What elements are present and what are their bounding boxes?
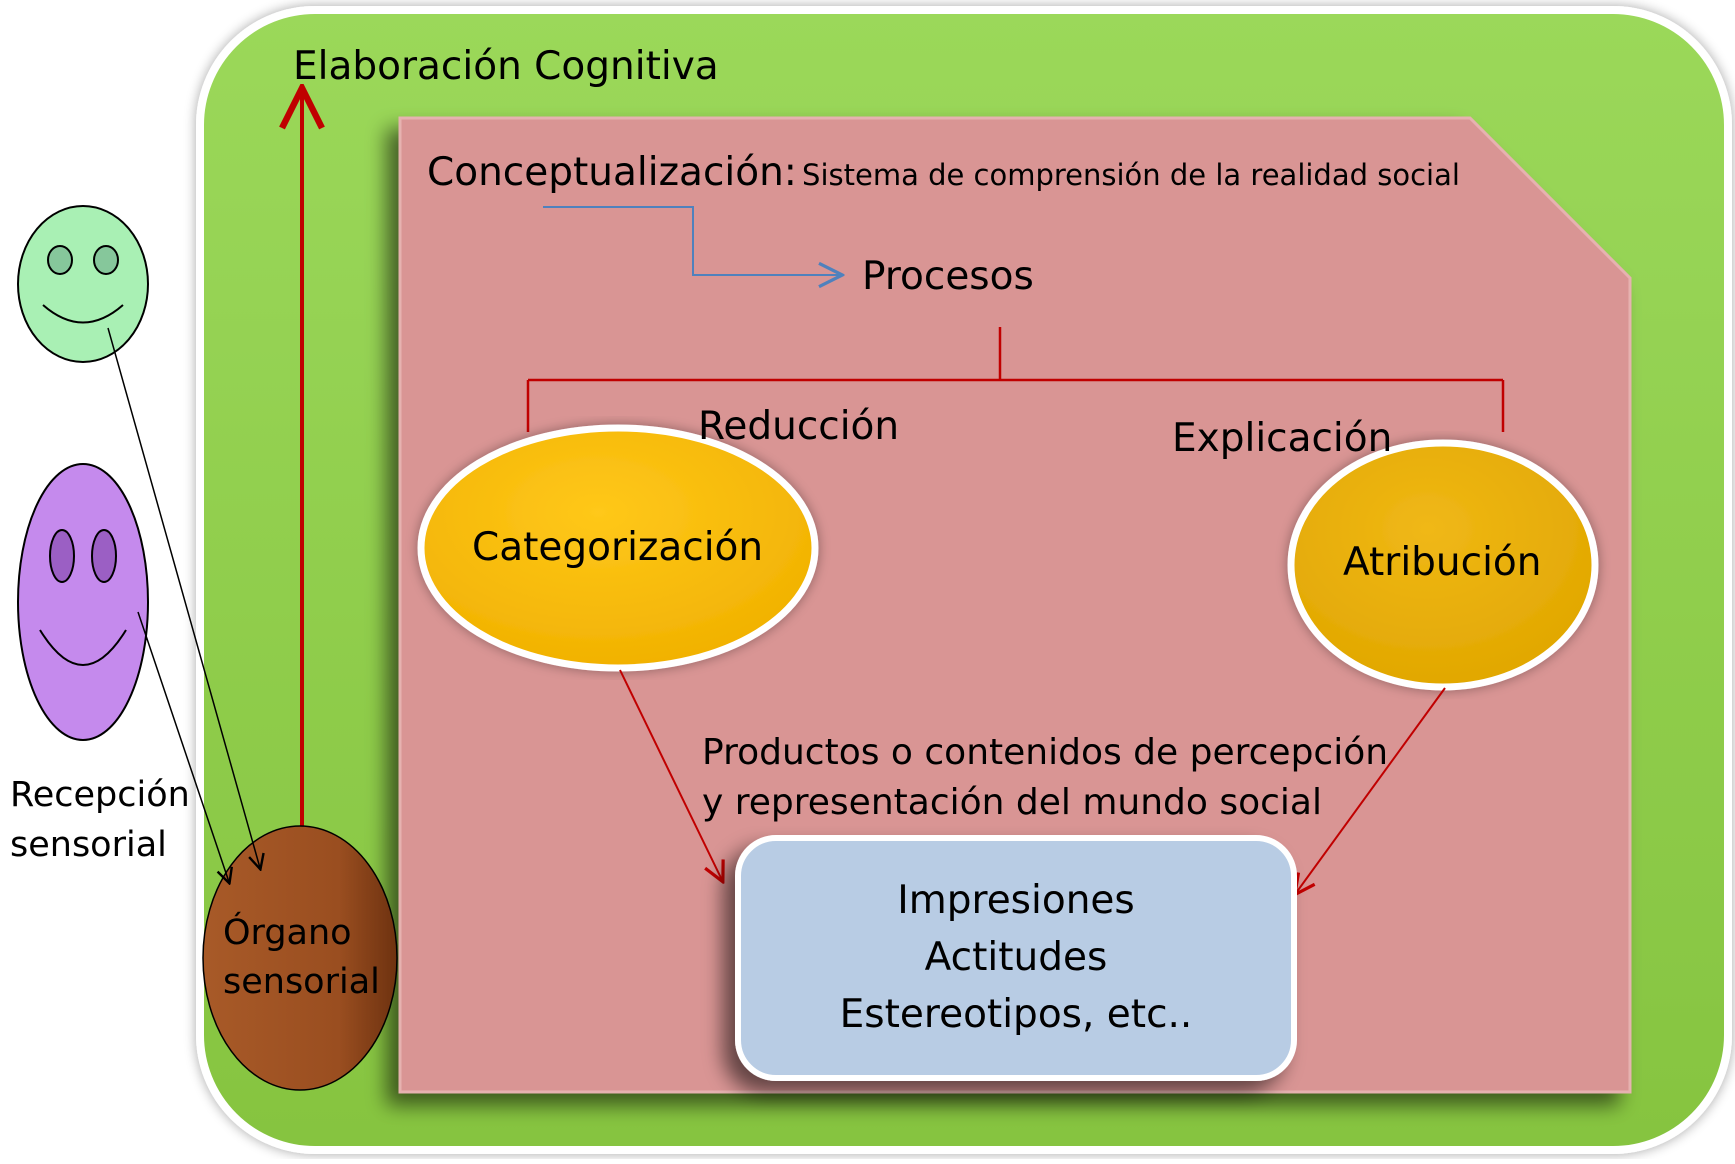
result-line-estereotipos: Estereotipos, etc..: [839, 992, 1193, 1037]
process-bracket: [526, 327, 1505, 432]
purple-face-icon: [17, 463, 149, 741]
procesos-connector-arrow: [543, 206, 840, 275]
conceptualizacion-description: Sistema de comprensión de la realidad so…: [802, 158, 1460, 192]
categorizacion-label: Categorización: [472, 525, 764, 570]
organo-sensorial-ellipse: [202, 825, 398, 1091]
atribucion-label: Atribución: [1343, 540, 1542, 585]
purple-face-to-organo-arrow: [137, 611, 229, 882]
recepcion-label-line2: sensorial: [10, 825, 167, 865]
organo-label-line2: sensorial: [223, 962, 380, 1002]
categorizacion-to-result-arrow: [619, 669, 722, 880]
atribucion-ellipse: [1287, 439, 1599, 691]
conceptualizacion-heading: Conceptualización:: [427, 150, 797, 195]
procesos-label: Procesos: [862, 254, 1034, 299]
green-face-icon: [17, 205, 149, 363]
organo-label-line1: Órgano: [223, 913, 352, 953]
explicacion-label: Explicación: [1172, 416, 1393, 461]
productos-label-line2: y representación del mundo social: [702, 782, 1322, 823]
conceptualizacion-label: Conceptualización: Sistema de comprensió…: [427, 150, 1460, 195]
result-box: [735, 835, 1297, 1081]
result-line-impresiones: Impresiones: [897, 878, 1135, 923]
result-box-text: Impresiones Actitudes Estereotipos, etc.…: [741, 872, 1291, 1043]
green-face-to-organo-arrow: [107, 327, 260, 868]
result-line-actitudes: Actitudes: [924, 935, 1108, 980]
productos-label-line1: Productos o contenidos de percepción: [702, 732, 1389, 773]
diagram-title: Elaboración Cognitiva: [293, 44, 719, 89]
recepcion-label-line1: Recepción: [10, 775, 190, 815]
categorizacion-ellipse: [417, 424, 819, 672]
atribucion-to-result-arrow: [1296, 687, 1446, 893]
reduccion-label: Reducción: [698, 404, 900, 449]
